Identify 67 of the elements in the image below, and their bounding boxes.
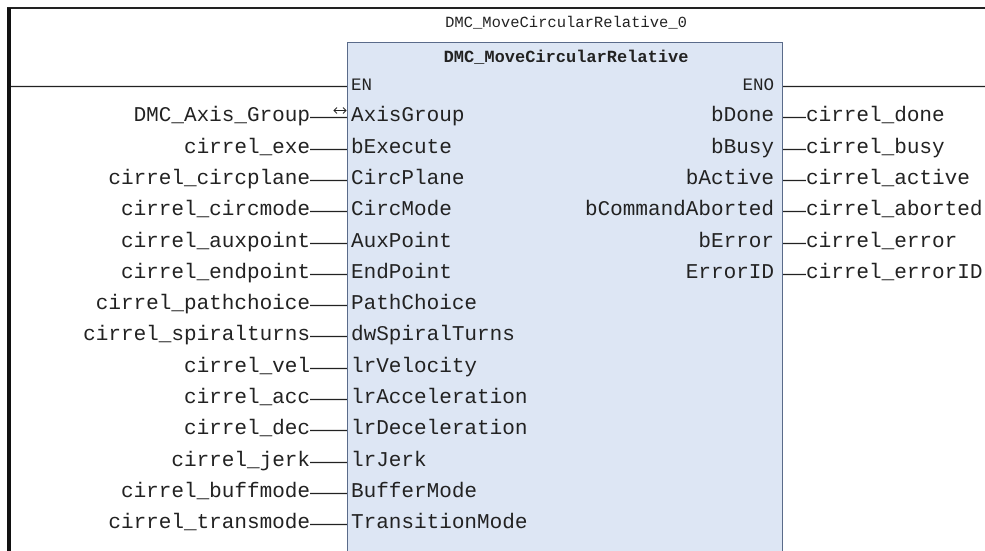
input-variable: cirrel_buffmode xyxy=(120,480,310,506)
input-pin-label: lrJerk xyxy=(348,448,427,475)
input-pin-label: CircPlane xyxy=(348,166,464,193)
output-variable: cirrel_errorID xyxy=(806,260,982,287)
connector-line xyxy=(782,274,806,276)
connector-line xyxy=(310,462,348,464)
output-pin-label: bCommandAborted xyxy=(584,198,782,224)
input-pin-label: BufferMode xyxy=(348,480,478,506)
block-type-name: DMC_MoveCircularRelative xyxy=(442,48,690,70)
connector-line xyxy=(782,86,985,88)
input-variable: cirrel_spiralturns xyxy=(83,323,310,350)
input-variable: cirrel_transmode xyxy=(108,511,310,538)
connector-line xyxy=(310,210,348,212)
output-pin-label: bActive xyxy=(686,166,782,193)
output-variable: cirrel_active xyxy=(806,166,970,193)
connector-line xyxy=(782,210,806,212)
input-variable: cirrel_vel xyxy=(184,354,310,381)
connector-line xyxy=(310,148,348,150)
connector-line xyxy=(310,368,348,370)
connector-line xyxy=(782,180,806,182)
input-variable: cirrel_exe xyxy=(184,136,310,162)
connector-line xyxy=(782,116,806,118)
output-variable: cirrel_busy xyxy=(806,136,945,162)
input-pin-label: CircMode xyxy=(348,198,452,224)
input-variable: cirrel_circmode xyxy=(120,198,310,224)
input-variable: cirrel_endpoint xyxy=(120,260,310,287)
input-variable: cirrel_dec xyxy=(184,417,310,444)
output-pin-label: bError xyxy=(698,230,782,256)
output-pin-label: ENO xyxy=(742,73,782,99)
input-variable: cirrel_pathchoice xyxy=(96,292,310,318)
connector-line xyxy=(310,524,348,526)
input-variable: cirrel_circplane xyxy=(108,166,310,193)
output-variable: cirrel_aborted xyxy=(806,198,982,224)
input-pin-label: EndPoint xyxy=(348,260,452,287)
input-pin-label: lrDeceleration xyxy=(348,417,528,444)
output-variable: cirrel_error xyxy=(806,230,958,256)
input-pin-label: TransitionMode xyxy=(348,511,528,538)
input-pin-label: AxisGroup xyxy=(348,104,464,130)
output-pin-label: ErrorID xyxy=(686,260,782,287)
connector-line xyxy=(310,180,348,182)
connector-line xyxy=(782,242,806,244)
input-pin-label: bExecute xyxy=(348,136,452,162)
input-variable: cirrel_auxpoint xyxy=(120,230,310,256)
connector-line xyxy=(310,116,348,118)
connector-line xyxy=(782,148,806,150)
input-pin-label: lrVelocity xyxy=(348,354,478,381)
input-pin-label: lrAcceleration xyxy=(348,386,528,412)
input-pin-label: PathChoice xyxy=(348,292,478,318)
instance-name: DMC_MoveCircularRelative_0 xyxy=(444,13,688,34)
connector-line xyxy=(11,86,348,88)
power-rail xyxy=(7,8,11,551)
connector-line xyxy=(310,492,348,494)
input-pin-label: EN xyxy=(348,73,372,99)
input-variable: cirrel_acc xyxy=(184,386,310,412)
output-variable: cirrel_done xyxy=(806,104,945,130)
connector-line xyxy=(310,274,348,276)
input-variable: cirrel_jerk xyxy=(171,448,310,475)
input-pin-label: dwSpiralTurns xyxy=(348,323,515,350)
input-pin-label: AuxPoint xyxy=(348,230,452,256)
input-variable: DMC_Axis_Group xyxy=(134,104,310,130)
connector-line xyxy=(310,242,348,244)
output-pin-label: bBusy xyxy=(710,136,782,162)
connector-line xyxy=(310,430,348,432)
connector-line xyxy=(310,304,348,306)
connector-line xyxy=(310,398,348,400)
output-pin-label: bDone xyxy=(710,104,782,130)
connector-line xyxy=(310,336,348,338)
